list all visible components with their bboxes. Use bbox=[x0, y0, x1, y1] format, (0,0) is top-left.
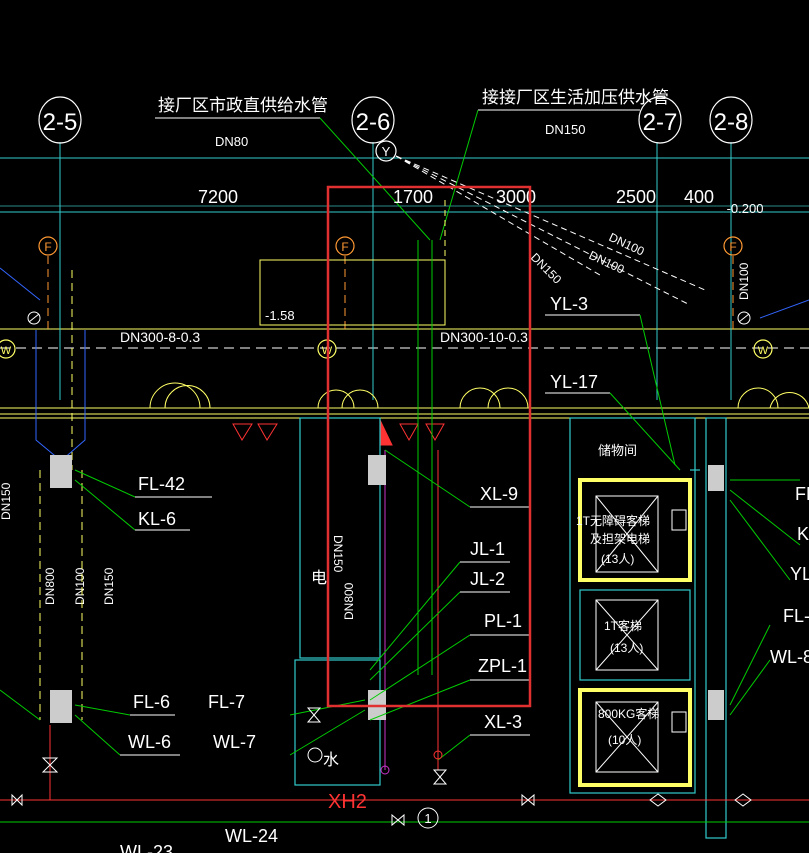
svg-text:-0.200: -0.200 bbox=[727, 201, 764, 216]
svg-text:DN150: DN150 bbox=[331, 535, 345, 573]
bottom-pipes bbox=[0, 707, 809, 827]
axis-bubble-2-5: 2-5 bbox=[38, 96, 82, 144]
svg-text:DN150: DN150 bbox=[102, 567, 116, 605]
hatched-markers bbox=[27, 311, 751, 325]
selection-box[interactable] bbox=[326, 185, 532, 708]
pipe-size-labels: DN100 DN100 DN150 DN100 DN150 DN800 DN10… bbox=[0, 230, 751, 620]
room-labels: 储物间 1T无障碍客梯 及担架电梯 (13人) 1T客梯 (13人) 800KG… bbox=[311, 443, 659, 769]
f-markers: F F F bbox=[38, 236, 743, 330]
svg-text:400: 400 bbox=[684, 187, 714, 207]
label-wl23: WL-23 bbox=[120, 842, 173, 853]
svg-text:F: F bbox=[729, 240, 736, 254]
label-xl9: XL-9 bbox=[480, 484, 518, 504]
svg-text:DN300-8-0.3: DN300-8-0.3 bbox=[120, 329, 200, 345]
elevator1-label: 1T无障碍客梯 bbox=[576, 513, 650, 528]
axis-bubble-2-8: 2-8 bbox=[709, 96, 753, 144]
elevator2-label: 1T客梯 bbox=[604, 618, 642, 633]
svg-text:1: 1 bbox=[424, 811, 431, 826]
y-marker: Y bbox=[375, 140, 706, 306]
grid-axis-lines bbox=[59, 142, 732, 400]
svg-text:DN300-10-0.3: DN300-10-0.3 bbox=[440, 329, 528, 345]
svg-text:接厂区市政直供给水管: 接厂区市政直供给水管 bbox=[158, 96, 328, 115]
label-yl3: YL-3 bbox=[550, 294, 588, 314]
elevator-cores bbox=[578, 478, 692, 787]
pipe-label-texts: YL-3 YL-17 FL-42 KL-6 FL-6 FL-7 WL-6 WL-… bbox=[120, 294, 809, 853]
label-pl1: PL-1 bbox=[484, 611, 522, 631]
electric-room-label: 电 bbox=[311, 569, 327, 587]
label-wl24: WL-24 bbox=[225, 826, 278, 846]
label-jl1: JL-1 bbox=[470, 539, 505, 559]
label-fl-edge2: FL- bbox=[783, 606, 809, 626]
svg-text:DN800: DN800 bbox=[43, 567, 57, 605]
label-yl17: YL-17 bbox=[550, 372, 598, 392]
w-markers: W W W bbox=[0, 339, 773, 359]
riser-pipes bbox=[0, 200, 809, 770]
axis-bubble-2-6: 2-6 bbox=[351, 96, 395, 144]
storage-room-label: 储物间 bbox=[598, 443, 637, 458]
svg-text:(13人): (13人) bbox=[601, 552, 634, 566]
svg-text:F: F bbox=[341, 240, 348, 254]
label-jl2: JL-2 bbox=[470, 569, 505, 589]
svg-text:DN100: DN100 bbox=[737, 262, 751, 300]
callout-pressurized-supply: 接接厂区生活加压供水管 DN150 bbox=[439, 88, 669, 241]
main-dashed-pipe bbox=[0, 328, 809, 349]
valve-number-marker: 1 bbox=[417, 807, 439, 829]
label-fl7: FL-7 bbox=[208, 692, 245, 712]
pipe-blocks bbox=[50, 455, 724, 723]
dimension-text: 7200 1700 3000 2500 400 -0.200 bbox=[198, 187, 763, 216]
level-mark-158: -1.58 bbox=[265, 308, 295, 323]
svg-text:W: W bbox=[1, 345, 12, 357]
water-room-label: 水 bbox=[323, 751, 339, 769]
svg-text:F: F bbox=[44, 240, 51, 254]
label-yl-edge: YL bbox=[790, 564, 809, 584]
label-fl42: FL-42 bbox=[138, 474, 185, 494]
svg-text:2-8: 2-8 bbox=[714, 109, 749, 136]
elevator3-label: 800KG客梯 bbox=[598, 706, 659, 721]
svg-text:(13人): (13人) bbox=[610, 641, 643, 655]
svg-text:及担架电梯: 及担架电梯 bbox=[590, 532, 650, 546]
svg-text:W: W bbox=[758, 345, 769, 357]
red-triangle-markers bbox=[232, 419, 445, 446]
label-kl6: KL-6 bbox=[138, 509, 176, 529]
main-line-labels: DN300-8-0.3 DN300-10-0.3 bbox=[120, 329, 528, 345]
label-wl7: WL-7 bbox=[213, 732, 256, 752]
leader-lines bbox=[74, 314, 801, 761]
callout-municipal-supply: 接厂区市政直供给水管 DN80 bbox=[155, 96, 431, 241]
label-zpl1: ZPL-1 bbox=[478, 656, 527, 676]
svg-text:接接厂区生活加压供水管: 接接厂区生活加压供水管 bbox=[482, 88, 669, 107]
svg-text:2-5: 2-5 bbox=[43, 109, 78, 136]
svg-text:3000: 3000 bbox=[496, 187, 536, 207]
label-xl3: XL-3 bbox=[484, 712, 522, 732]
label-xh2: XH2 bbox=[328, 791, 367, 813]
label-k-edge: K bbox=[797, 524, 809, 544]
label-fl-edge: FL bbox=[795, 484, 809, 504]
svg-text:DN100: DN100 bbox=[73, 567, 87, 605]
svg-text:1700: 1700 bbox=[393, 187, 433, 207]
svg-text:(10人): (10人) bbox=[608, 733, 641, 747]
svg-text:Y: Y bbox=[382, 144, 391, 159]
svg-text:DN80: DN80 bbox=[215, 134, 248, 149]
svg-text:DN150: DN150 bbox=[0, 482, 13, 520]
svg-text:DN800: DN800 bbox=[342, 582, 356, 620]
svg-text:2-6: 2-6 bbox=[356, 109, 391, 136]
label-wl8: WL-8 bbox=[770, 647, 809, 667]
svg-text:DN100: DN100 bbox=[607, 230, 647, 259]
svg-text:DN150: DN150 bbox=[545, 122, 585, 137]
label-wl6: WL-6 bbox=[128, 732, 171, 752]
axis-bubble-2-7: 2-7 bbox=[638, 96, 682, 144]
svg-text:2500: 2500 bbox=[616, 187, 656, 207]
svg-text:7200: 7200 bbox=[198, 187, 238, 207]
svg-text:2-7: 2-7 bbox=[643, 109, 678, 136]
svg-text:DN150: DN150 bbox=[528, 250, 565, 287]
svg-text:DN100: DN100 bbox=[587, 248, 627, 277]
label-fl6: FL-6 bbox=[133, 692, 170, 712]
